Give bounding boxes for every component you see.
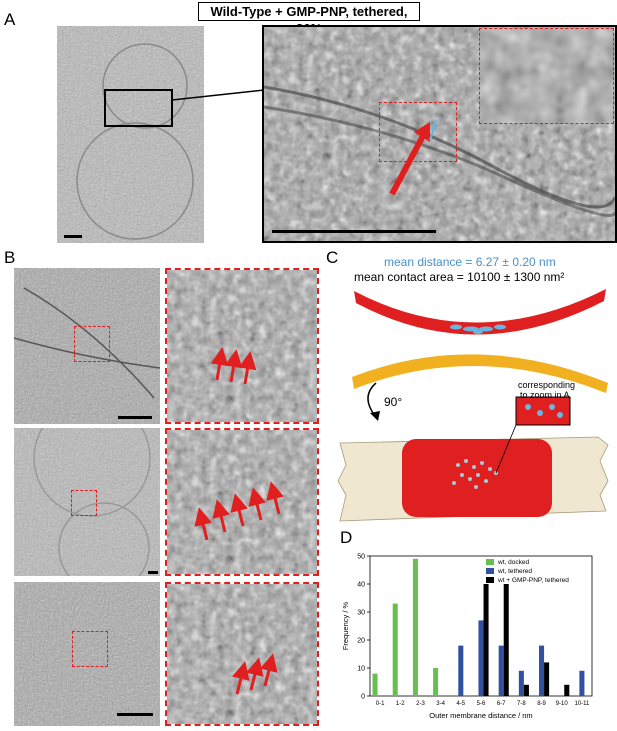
panel-a-overview-tomogram — [57, 26, 204, 243]
panel-b-row1-region-box — [74, 326, 110, 362]
x-tick-label: 3-4 — [436, 701, 445, 707]
panel-a-zoom-scalebar — [272, 230, 436, 233]
contact-points — [450, 324, 506, 334]
hist-bar — [433, 668, 439, 696]
figure-title: Wild-Type + GMP-PNP, tethered, 86% — [198, 2, 420, 36]
panel-c-label: C — [326, 248, 339, 267]
x-tick-label: 1-2 — [396, 701, 405, 707]
y-tick-label: 10 — [357, 666, 365, 673]
x-tick-label: 8-9 — [537, 701, 546, 707]
inset-label-line2: to zoom in A — [520, 390, 570, 400]
panel-b-row1-overview — [14, 268, 160, 424]
hist-bar — [523, 684, 529, 696]
hist-bar — [478, 620, 484, 696]
x-tick-label: 6-7 — [497, 701, 506, 707]
legend-swatch — [486, 568, 494, 574]
x-tick-label: 2-3 — [416, 701, 425, 707]
legend-swatch — [486, 559, 494, 565]
hist-bar — [579, 670, 585, 696]
panel-b-row3-scalebar — [117, 713, 153, 716]
panel-a-contact-region-box — [379, 102, 457, 162]
panel-a-inset-frame — [479, 28, 614, 124]
panel-a-zoom-region-box — [104, 89, 173, 127]
y-tick-label: 40 — [357, 582, 365, 589]
hist-bar — [498, 645, 504, 696]
x-axis-label: Outer membrane distance / nm — [429, 711, 532, 720]
y-tick-label: 20 — [357, 638, 365, 645]
x-tick-label: 0-1 — [376, 701, 385, 707]
panel-a-label: A — [4, 10, 16, 29]
legend-label: wt + GMP-PNP, tethered — [497, 577, 569, 584]
panel-a-zoom-connector-line — [172, 89, 264, 101]
inset-label-line1: corresponding — [518, 380, 576, 390]
hist-bar — [544, 662, 550, 696]
panel-a-overview-scalebar — [64, 235, 82, 238]
panel-b-label: B — [4, 248, 16, 267]
panel-b-row2-overview — [14, 428, 160, 576]
y-tick-label: 30 — [357, 610, 365, 617]
red-membrane — [354, 289, 606, 335]
legend-label: wt, docked — [497, 559, 529, 566]
y-tick-label: 0 — [361, 694, 365, 701]
panel-b-row2-region-box — [71, 490, 97, 516]
rotation-label: 90° — [384, 395, 403, 409]
x-tick-label: 4-5 — [456, 701, 465, 707]
hist-bar — [412, 558, 418, 696]
panel-b-row1-scalebar — [118, 416, 152, 419]
panel-d-histogram: 0 10 20 30 40 50 0-1 1-2 2-3 3-4 4-5 5-6 6-7 7-8 8-9 9-… — [341, 554, 593, 720]
panel-a-inset-zoom — [479, 28, 614, 124]
panel-b-row2-scalebar — [148, 571, 158, 574]
mean-contact-area-text: mean contact area = 10100 ± 1300 nm² — [354, 270, 565, 284]
panel-c-membrane-render — [337, 289, 609, 522]
legend-swatch — [486, 577, 494, 583]
panel-b-row2-zoom — [165, 428, 319, 576]
panel-b-row1-zoom — [165, 268, 319, 424]
hist-bar — [564, 684, 570, 696]
contact-patch — [402, 439, 552, 517]
x-tick-label: 7-8 — [517, 701, 526, 707]
panel-b-row3-zoom — [165, 582, 319, 726]
x-tick-label: 10-11 — [574, 701, 590, 707]
panel-c-inset — [515, 396, 571, 426]
x-tick-label: 9-10 — [556, 701, 569, 707]
yellow-membrane — [352, 354, 608, 393]
panel-b-row3-overview — [14, 582, 160, 726]
hist-bar — [518, 670, 524, 696]
y-tick-label: 50 — [357, 554, 365, 561]
legend-label: wt, tethered — [497, 568, 532, 575]
hist-bar — [483, 584, 489, 696]
panel-b-row3-region-box — [72, 631, 108, 667]
hist-bar — [458, 645, 464, 696]
y-axis-label: Frequency / % — [341, 601, 350, 650]
mean-distance-text: mean distance = 6.27 ± 0.20 nm — [384, 255, 556, 269]
panel-a-zoom-tomogram — [262, 25, 617, 243]
hist-bar — [392, 603, 398, 696]
contact-point-cloud — [452, 459, 498, 489]
hist-bar — [539, 645, 545, 696]
hist-bar — [372, 673, 378, 696]
hist-bar — [503, 584, 509, 696]
panel-a-annotation-arrow — [389, 119, 438, 196]
x-tick-label: 5-6 — [477, 701, 486, 707]
panel-d-label: D — [340, 528, 353, 547]
